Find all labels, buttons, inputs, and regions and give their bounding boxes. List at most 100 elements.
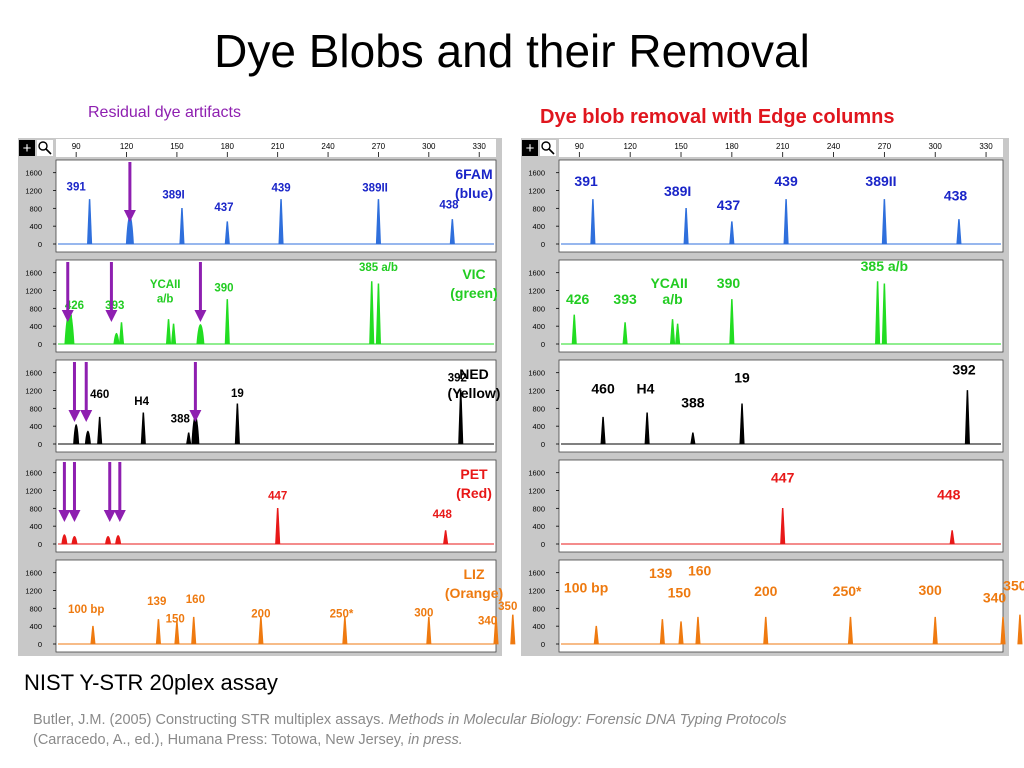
peak-label: 250* — [330, 609, 354, 621]
ruler-tick-label: 210 — [271, 142, 285, 151]
y-tick-label: 800 — [29, 604, 42, 613]
peak — [224, 299, 230, 345]
y-tick-label: 400 — [532, 622, 545, 631]
ruler-tick-label: 150 — [674, 142, 688, 151]
dye-blob — [196, 323, 205, 344]
arrow-head — [123, 210, 136, 222]
dye-color-label: (blue) — [455, 185, 493, 201]
y-tick-label: 1200 — [25, 587, 42, 596]
magnifier-handle — [548, 148, 555, 155]
peak — [155, 619, 162, 645]
y-tick-label: 0 — [38, 540, 42, 549]
peak-label: 426 — [65, 300, 84, 312]
peak — [375, 199, 382, 245]
peak — [186, 432, 192, 445]
ruler-tick-label: 150 — [170, 142, 184, 151]
dye-color-label: (Yellow) — [448, 385, 501, 401]
peak — [258, 616, 264, 645]
plot-area — [558, 359, 1004, 453]
plot-area — [55, 359, 497, 453]
zoom-plus-button[interactable] — [522, 140, 538, 156]
ruler-tick-label: 330 — [979, 142, 993, 151]
y-tick-label: 800 — [29, 404, 42, 413]
right-subtitle: Dye blob removal with Edge columns — [540, 106, 895, 128]
peak — [964, 390, 970, 445]
peak — [1000, 616, 1006, 645]
y-tick-label: 1200 — [528, 187, 545, 196]
citation-book-title: Methods in Molecular Biology: Forensic D… — [388, 712, 787, 728]
peak — [458, 390, 464, 445]
ruler-tick-label: 330 — [473, 142, 487, 151]
peak — [191, 616, 197, 645]
y-tick-label: 1600 — [528, 569, 545, 578]
peak-label: 460 — [90, 389, 109, 401]
y-tick-label: 400 — [29, 422, 42, 431]
peak — [224, 221, 230, 245]
peak-label: 139 — [147, 596, 166, 608]
plot-area — [55, 159, 497, 253]
y-tick-label: 1600 — [25, 369, 42, 378]
peak-label: 350 — [498, 601, 517, 613]
peak-label: 389II — [362, 182, 388, 194]
peak — [659, 619, 665, 645]
peak — [165, 319, 172, 345]
peak-label: 426 — [566, 291, 590, 307]
peak-label: 392 — [448, 373, 467, 385]
y-tick-label: 1600 — [25, 469, 42, 478]
peak — [179, 207, 185, 245]
y-tick-label: 400 — [29, 622, 42, 631]
plot-area — [558, 259, 1004, 353]
dye-blob — [84, 430, 91, 444]
size-ruler — [559, 139, 1003, 157]
y-tick-label: 1200 — [528, 287, 545, 296]
peak-label: 300 — [918, 582, 942, 598]
dye-blob — [113, 332, 120, 344]
ruler-tick-label: 90 — [72, 142, 81, 151]
peak — [571, 314, 577, 345]
peak-label: YCAII — [150, 279, 181, 291]
magnifier-icon — [38, 141, 48, 151]
dye-color-label: (Red) — [456, 485, 492, 501]
arrow-head — [61, 310, 74, 322]
peak — [683, 207, 689, 245]
peak — [275, 507, 281, 545]
peak-label: 391 — [574, 173, 598, 189]
y-tick-label: 400 — [29, 222, 42, 231]
peak-label: 390 — [214, 282, 233, 294]
ruler-tick-label: 120 — [623, 142, 637, 151]
peak-label: 447 — [771, 469, 795, 485]
peak-label: 200 — [251, 609, 270, 621]
peak — [783, 199, 789, 245]
y-tick-label: 1600 — [25, 169, 42, 178]
y-tick-label: 400 — [29, 322, 42, 331]
peak — [140, 412, 146, 445]
peak — [342, 616, 348, 645]
peak-label: 385 a/b — [359, 262, 398, 274]
peak-label: a/b — [662, 291, 682, 307]
peak — [949, 530, 955, 545]
zoom-plus-button[interactable] — [19, 140, 35, 156]
peak — [493, 616, 499, 645]
peak-label: 160 — [688, 562, 712, 578]
peak — [739, 403, 745, 445]
peak-label: 389I — [162, 190, 184, 202]
peak-label: 100 bp — [68, 604, 104, 616]
arrow-head — [80, 410, 93, 422]
peak — [675, 323, 681, 345]
magnifier-icon — [541, 141, 551, 151]
dye-blob — [125, 215, 134, 244]
peak — [644, 412, 650, 445]
y-tick-label: 0 — [38, 340, 42, 349]
peak — [174, 621, 180, 645]
peak — [881, 199, 887, 245]
peak — [118, 322, 125, 345]
peak — [449, 219, 455, 245]
dye-color-label: (Orange) — [445, 585, 503, 601]
plot-area — [558, 159, 1004, 253]
peak-label: 139 — [649, 565, 673, 581]
dye-blob — [115, 535, 122, 544]
peak — [426, 616, 432, 645]
